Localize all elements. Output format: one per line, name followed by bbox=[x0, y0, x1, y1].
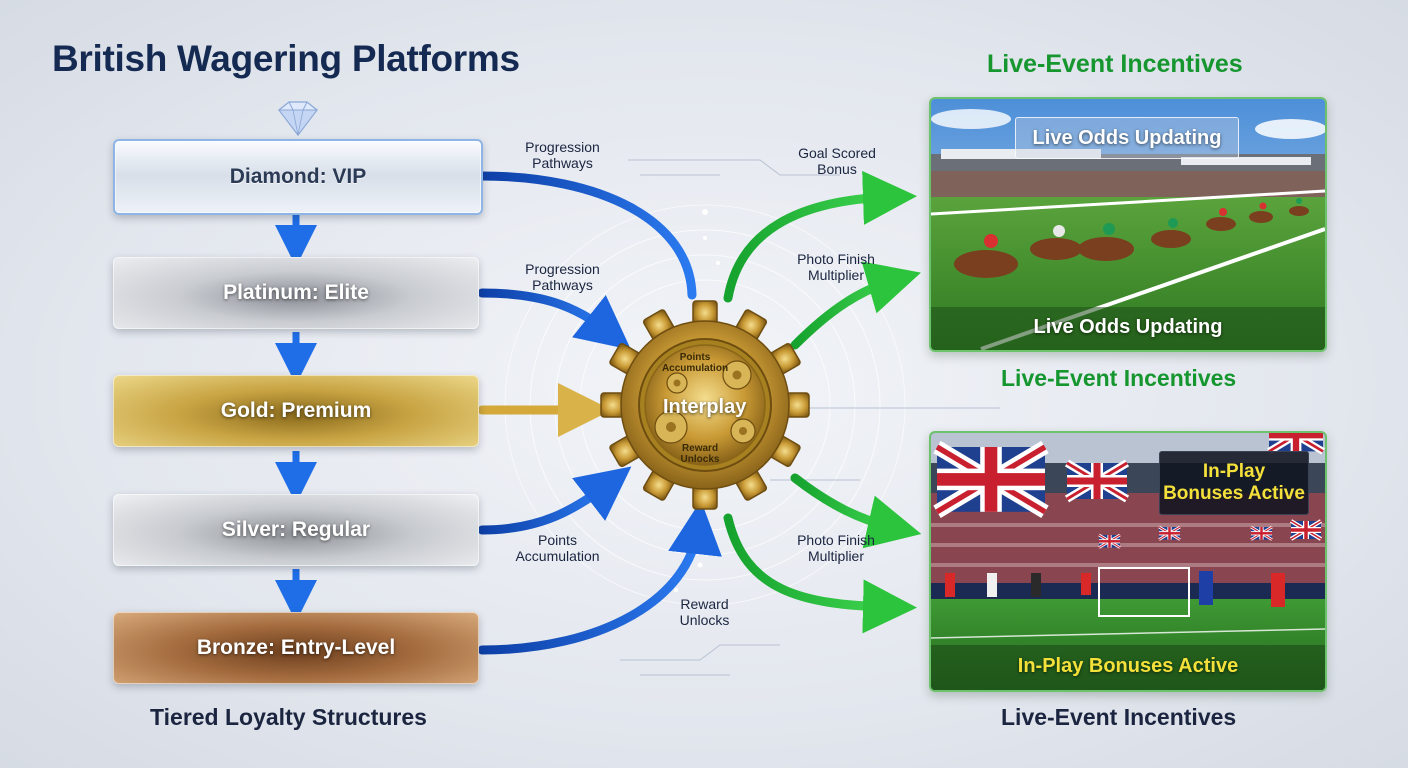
gear-icon bbox=[600, 300, 810, 510]
tiers-caption: Tiered Loyalty Structures bbox=[150, 704, 427, 730]
tier-label: Diamond: VIP bbox=[229, 165, 367, 188]
tier-gold: Gold: Premium bbox=[113, 375, 479, 447]
live-events-heading-top: Live-Event Incentives bbox=[987, 50, 1243, 78]
tier-platinum: Platinum: Elite bbox=[113, 257, 479, 329]
scoreboard-text: In-Play Bonuses Active bbox=[1163, 461, 1305, 504]
hub-bottom-text: Reward Unlocks bbox=[680, 443, 720, 465]
flow-label-points-accumulation: Points Accumulation bbox=[515, 532, 600, 564]
racing-panel: Live Odds Updating Live Odds Updating bbox=[929, 97, 1327, 352]
diamond-icon bbox=[277, 101, 319, 136]
tier-label: Silver: Regular bbox=[221, 518, 371, 541]
flow-label-photo-finish-1: Photo Finish Multiplier bbox=[797, 251, 875, 283]
tier-bronze: Bronze: Entry-Level bbox=[113, 612, 479, 684]
right-flow-arrows bbox=[723, 170, 922, 634]
live-odds-overlay: Live Odds Updating bbox=[1015, 117, 1239, 159]
racing-scene bbox=[931, 99, 1325, 350]
in-play-scoreboard: In-Play Bonuses Active bbox=[1159, 451, 1309, 515]
flow-label-goal-scored: Goal Scored Bonus bbox=[798, 145, 876, 177]
tier-diamond: Diamond: VIP bbox=[113, 139, 483, 215]
football-panel: In-Play Bonuses Active In-Play Bonuses A… bbox=[929, 431, 1327, 692]
hub-top-text: Points Accumulation bbox=[661, 352, 729, 374]
tier-label: Gold: Premium bbox=[220, 399, 372, 422]
sparkle-dots bbox=[674, 209, 720, 592]
left-flow-arrows bbox=[477, 171, 722, 655]
football-caption: In-Play Bonuses Active bbox=[1017, 655, 1239, 677]
flow-label-photo-finish-2: Photo Finish Multiplier bbox=[797, 532, 875, 564]
flow-label-progression-top: Progression Pathways bbox=[525, 139, 600, 171]
football-scene bbox=[931, 433, 1325, 690]
tier-silver: Silver: Regular bbox=[113, 494, 479, 566]
live-events-heading-mid: Live-Event Incentives bbox=[1001, 365, 1237, 391]
flow-label-reward-unlocks: Reward Unlocks bbox=[679, 596, 730, 628]
tier-label: Bronze: Entry-Level bbox=[196, 636, 396, 659]
racing-caption: Live Odds Updating bbox=[1033, 316, 1223, 338]
flow-label-progression-mid: Progression Pathways bbox=[525, 261, 600, 293]
live-events-caption: Live-Event Incentives bbox=[1001, 704, 1237, 730]
page-title: British Wagering Platforms bbox=[52, 38, 520, 79]
circuit-lines bbox=[620, 159, 1000, 676]
hub-label: Interplay bbox=[663, 396, 747, 418]
tier-label: Platinum: Elite bbox=[223, 281, 369, 304]
